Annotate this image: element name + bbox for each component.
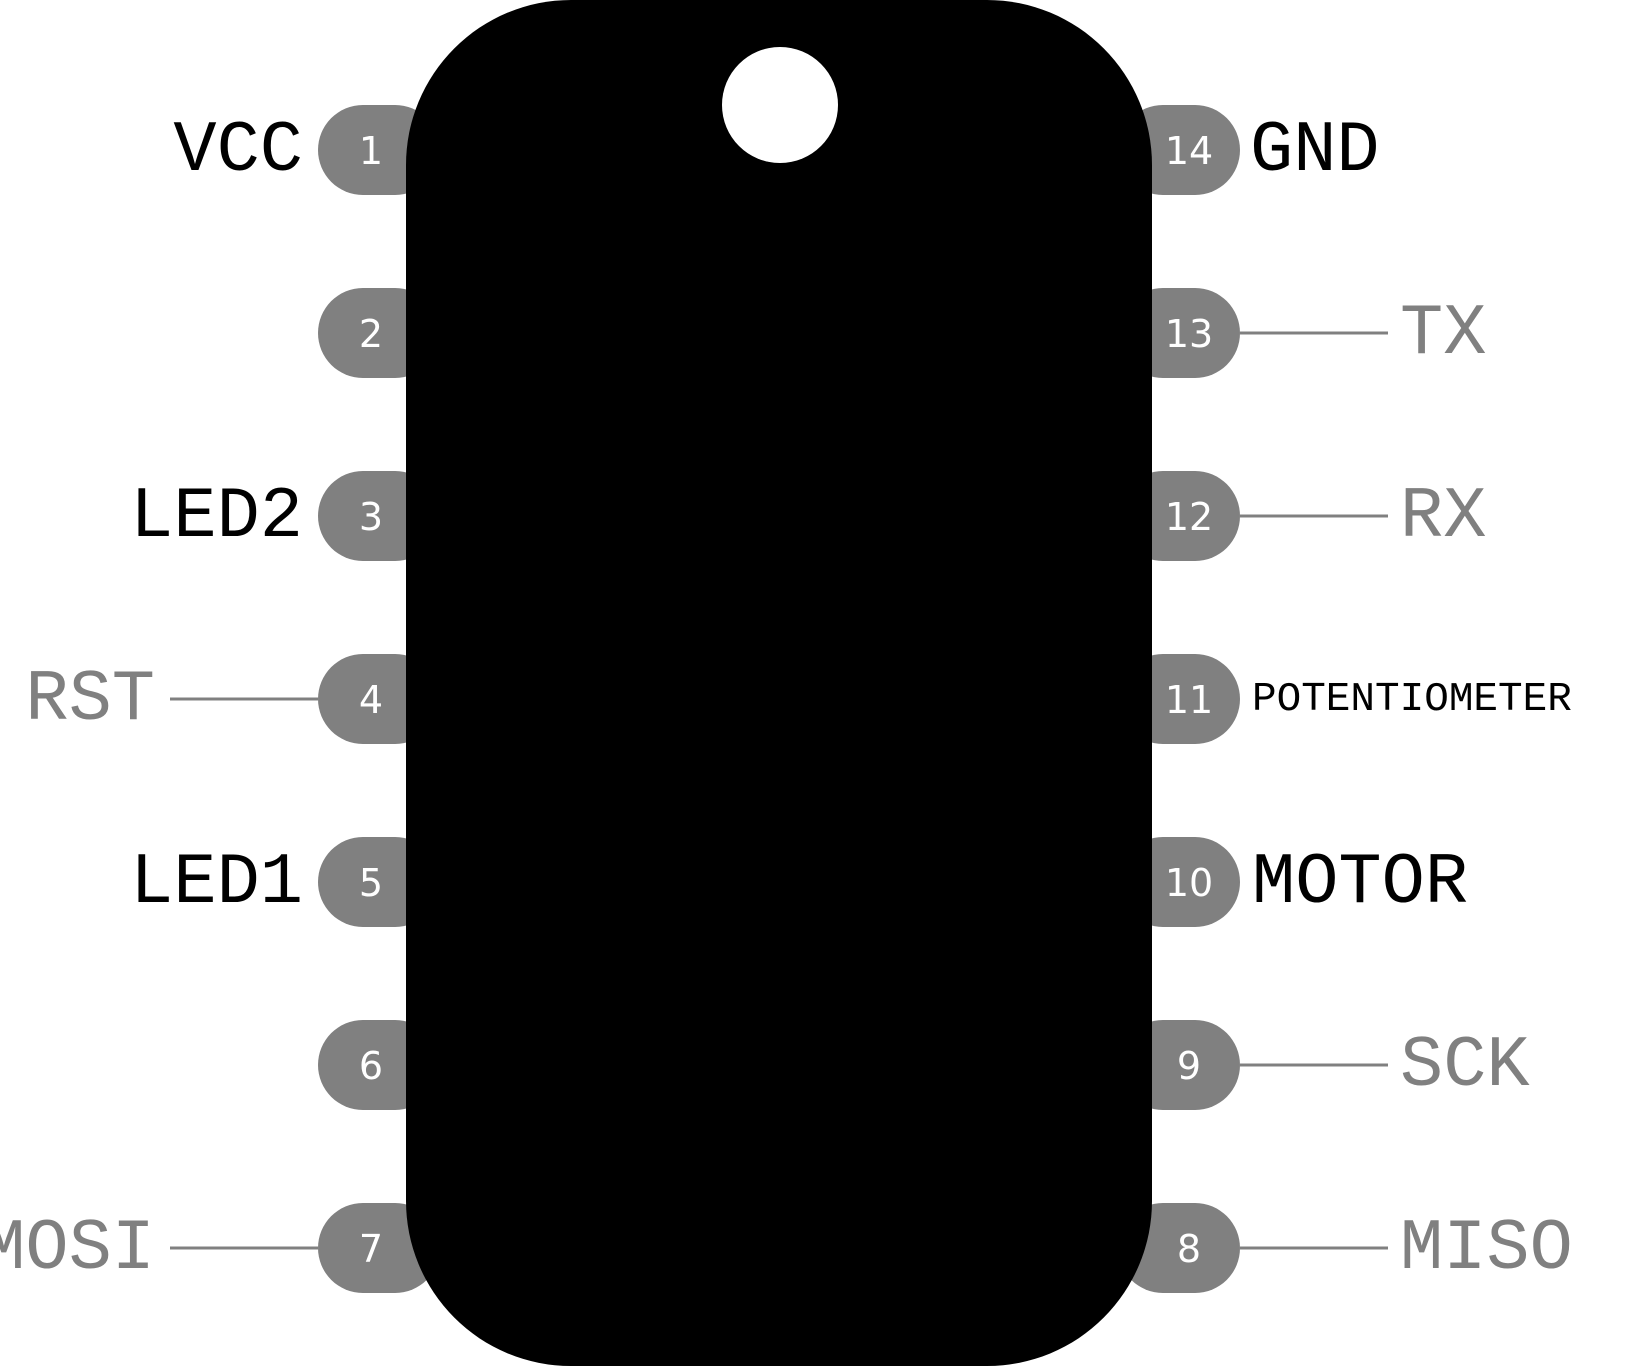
pin-number-12: 12 [1165, 495, 1213, 539]
pin-label-1: VCC [173, 110, 303, 192]
pin-number-7: 7 [359, 1227, 383, 1271]
pin-label-14: GND [1250, 110, 1380, 192]
pin-number-2: 2 [359, 312, 383, 356]
pin-label-11: POTENTIOMETER [1252, 677, 1572, 723]
pin-number-8: 8 [1177, 1227, 1201, 1271]
pin-label-7: MOSI [0, 1208, 155, 1290]
pin-number-6: 6 [359, 1044, 383, 1088]
pin-number-3: 3 [359, 495, 383, 539]
pin-label-9: SCK [1400, 1025, 1530, 1107]
pin-label-3: LED2 [130, 476, 303, 558]
pin-label-5: LED1 [130, 842, 303, 924]
pin-number-14: 14 [1165, 129, 1213, 173]
pin-label-13: TX [1400, 293, 1486, 375]
pin-number-4: 4 [359, 678, 383, 722]
pin-number-9: 9 [1177, 1044, 1201, 1088]
pin-label-10: MOTOR [1252, 842, 1468, 924]
pin-number-5: 5 [359, 861, 383, 905]
pin-number-13: 13 [1165, 312, 1213, 356]
pin-number-10: 10 [1165, 861, 1213, 905]
pin-label-8: MISO [1400, 1208, 1573, 1290]
pin-label-4: RST [25, 659, 155, 741]
chip-body [406, 0, 1152, 1366]
pin-number-11: 11 [1165, 678, 1213, 722]
pin-label-12: RX [1400, 476, 1486, 558]
pin-number-1: 1 [359, 129, 383, 173]
orientation-notch-icon [722, 47, 838, 163]
